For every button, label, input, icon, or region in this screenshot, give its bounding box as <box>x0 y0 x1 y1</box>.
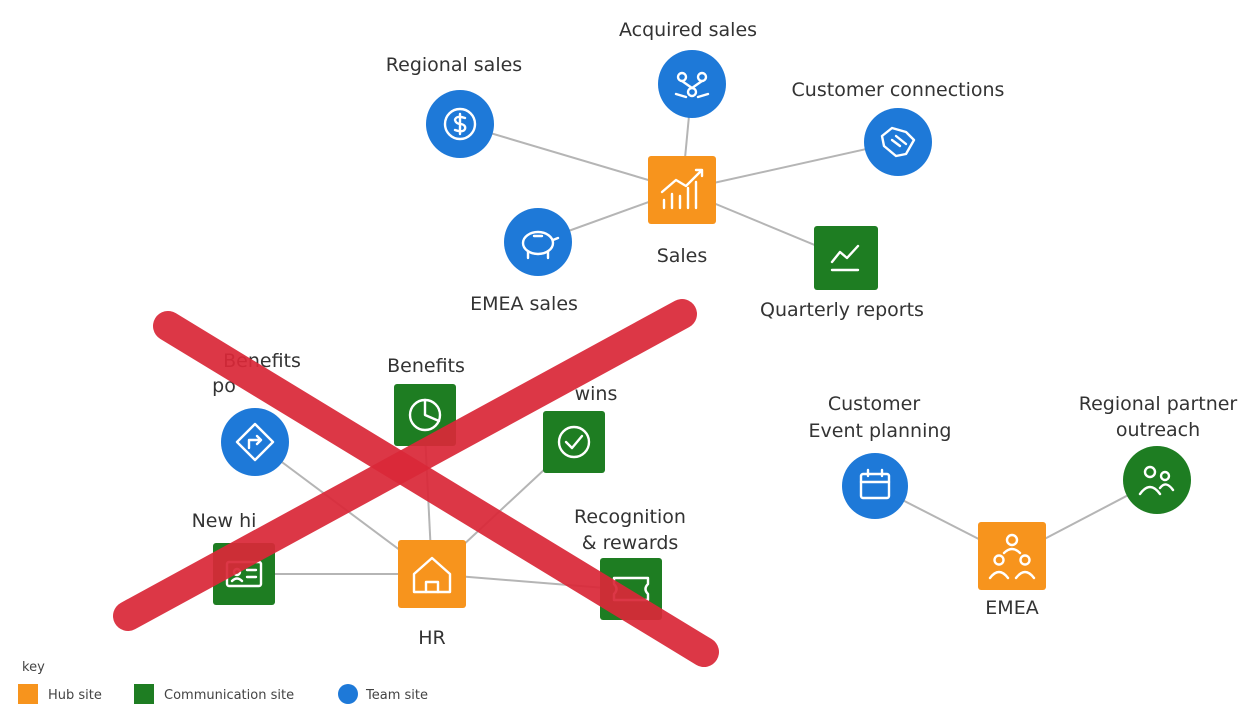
event-planning-node[interactable] <box>842 453 908 519</box>
partner-outreach-node[interactable] <box>1123 446 1191 514</box>
piggy-bank-icon <box>521 230 560 260</box>
legend-swatch-team <box>338 684 358 704</box>
edge-sales-regional <box>459 123 683 191</box>
sales-group: Sales Regional sales Acquired sales <box>386 19 1005 321</box>
event-planning-label-1: Customer <box>828 393 920 415</box>
legend-item-communication: Communication site <box>134 684 294 704</box>
partner-outreach-label-2: outreach <box>1116 419 1200 441</box>
emea-group: EMEA Customer Event planning Regional pa… <box>809 393 1238 619</box>
legend-label-team: Team site <box>365 688 428 703</box>
house-icon <box>412 556 452 594</box>
wins-node[interactable] <box>543 411 605 473</box>
quarterly-reports-label: Quarterly reports <box>760 299 924 321</box>
cross-stroke-2 <box>113 299 697 631</box>
legend-label-communication: Communication site <box>164 688 294 703</box>
emea-hub-label: EMEA <box>985 597 1038 619</box>
people-network-icon <box>674 71 710 99</box>
wins-label: wins <box>575 383 618 405</box>
sales-hub-node[interactable] <box>648 156 716 224</box>
people-group-icon <box>988 533 1036 580</box>
quarterly-reports-node[interactable] <box>814 226 878 290</box>
partner-outreach-label-1: Regional partner <box>1079 393 1238 415</box>
cross-stroke-1 <box>153 311 719 667</box>
benefits-po-node[interactable] <box>221 408 289 476</box>
hr-hub-node[interactable] <box>398 540 466 608</box>
legend-title: key <box>22 660 45 675</box>
legend-swatch-hub <box>18 684 38 704</box>
customer-connections-label: Customer connections <box>792 79 1005 101</box>
legend-label-hub: Hub site <box>48 688 102 703</box>
emea-hub-node[interactable] <box>978 522 1046 590</box>
calendar-icon <box>859 468 891 500</box>
regional-sales-node[interactable] <box>426 90 494 158</box>
legend-swatch-communication <box>134 684 154 704</box>
handshake-icon <box>880 126 916 158</box>
acquired-sales-label: Acquired sales <box>619 19 757 41</box>
edge-sales-customer <box>681 141 899 191</box>
event-planning-label-2: Event planning <box>809 420 952 442</box>
hr-hub-label: HR <box>418 627 446 649</box>
legend-item-team: Team site <box>338 684 428 704</box>
chart-growth-icon <box>660 168 704 210</box>
emea-sales-label: EMEA sales <box>470 293 578 315</box>
dollar-cycle-icon <box>443 107 477 141</box>
acquired-sales-node[interactable] <box>658 50 726 118</box>
pie-chart-icon <box>408 398 442 432</box>
cross-out-mark <box>113 299 719 667</box>
new-hires-label: New hi <box>192 510 257 532</box>
regional-sales-label: Regional sales <box>386 54 522 76</box>
line-chart-icon <box>830 244 860 272</box>
emea-sales-node[interactable] <box>504 208 572 276</box>
recognition-label-2: & rewards <box>582 532 679 554</box>
legend-item-hub: Hub site <box>18 684 102 704</box>
diamond-arrow-icon <box>235 422 275 462</box>
recognition-label-1: Recognition <box>574 506 686 528</box>
checkmark-icon <box>557 425 591 459</box>
partner-icon <box>1138 465 1175 496</box>
benefits-label: Benefits <box>387 355 465 377</box>
customer-connections-node[interactable] <box>864 108 932 176</box>
legend: key Hub site Communication site Team sit… <box>18 660 428 704</box>
sales-hub-label: Sales <box>657 245 708 267</box>
